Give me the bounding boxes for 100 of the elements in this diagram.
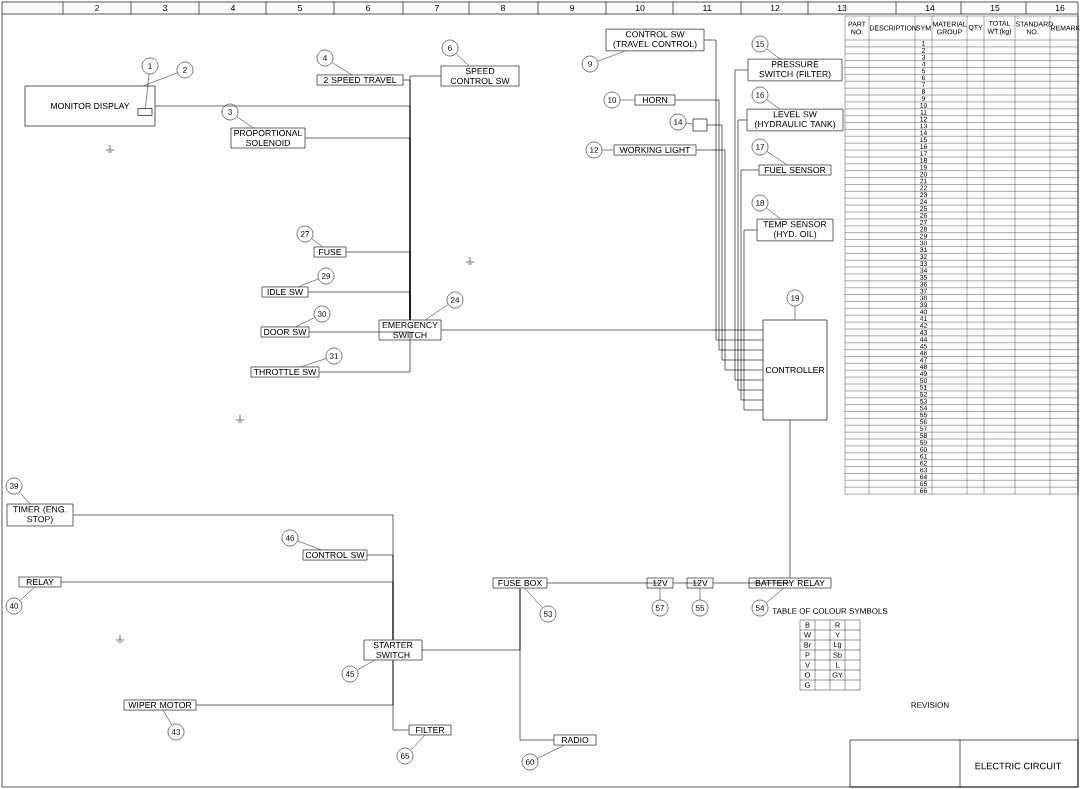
leader-line — [699, 588, 701, 600]
leader-line — [597, 50, 626, 62]
callout-number: 12 — [585, 141, 603, 159]
callout-number: 39 — [5, 477, 23, 495]
wire — [673, 582, 701, 584]
column-number: 16 — [1055, 4, 1065, 12]
leader-line — [620, 99, 635, 101]
component-box: FUSE — [313, 246, 347, 258]
callout-number: 24 — [446, 291, 464, 309]
callout-number: 6 — [441, 39, 459, 57]
column-number: 12 — [770, 5, 780, 12]
leader-line — [766, 48, 781, 60]
drawing-title: ELECTRIC CIRCUIT — [975, 762, 1062, 770]
component-box: BATTERY RELAY — [748, 577, 832, 589]
callout-number: 27 — [296, 225, 314, 243]
component-box: WORKING LIGHT — [613, 144, 697, 156]
column-number: 10 — [635, 4, 645, 12]
wire — [740, 169, 763, 401]
callout-number: 29 — [317, 267, 335, 285]
leader-line — [766, 99, 780, 110]
component-box: FILTER — [408, 724, 452, 736]
component-box: EMERGENCY SWITCH — [378, 319, 442, 341]
callout-number: 9 — [581, 55, 599, 73]
column-number: 5 — [297, 5, 303, 11]
wire — [696, 149, 763, 371]
leader-line — [357, 660, 375, 671]
leader-line — [455, 53, 470, 66]
column-number: 8 — [501, 4, 506, 12]
component-box: 12V — [686, 577, 714, 589]
wire — [547, 582, 661, 584]
wire — [392, 660, 409, 731]
component-box: WIPER MOTOR — [123, 699, 197, 711]
leader-line — [298, 278, 319, 287]
callout-number: 43 — [167, 723, 185, 741]
wire — [704, 39, 763, 341]
wire — [441, 329, 763, 331]
revision-label: REVISION — [911, 702, 949, 708]
callout-number: 53 — [539, 605, 557, 623]
wire — [707, 124, 763, 361]
leader-line — [301, 358, 327, 367]
leader-line — [425, 304, 449, 320]
leader-line — [145, 74, 150, 109]
column-number: 2 — [95, 5, 99, 12]
component-box: TEMP SENSOR (HYD. OIL) — [756, 218, 834, 242]
component-box: STARTER SWITCH — [363, 639, 423, 661]
column-number: 6 — [366, 4, 371, 12]
callout-number: 16 — [751, 86, 769, 104]
component-box: IDLE SW — [261, 286, 309, 298]
component-symbol — [692, 118, 708, 132]
component-box: 2 SPEED TRAVEL — [316, 74, 404, 86]
wire — [743, 229, 763, 411]
wire — [734, 69, 763, 381]
leader-line — [659, 588, 661, 600]
callout-number: 45 — [341, 665, 359, 683]
wire — [675, 99, 763, 351]
callout-number: 19 — [786, 289, 804, 307]
column-number: 14 — [925, 5, 935, 11]
callout-number: 40 — [5, 597, 23, 615]
leader-line — [297, 540, 322, 550]
leader-line — [162, 710, 173, 726]
wire — [319, 340, 411, 373]
wire — [309, 331, 411, 341]
leader-line — [766, 588, 784, 603]
component-box: MONITOR DISPLAY — [24, 85, 156, 127]
callout-number: 65 — [396, 747, 414, 765]
wire — [346, 251, 411, 320]
callout-number: 1 — [141, 57, 159, 75]
component-box: LEVEL SW (HYDRAULIC TANK) — [746, 108, 844, 132]
callout-number: 60 — [521, 753, 539, 771]
leader-line — [524, 588, 543, 609]
component-box: FUEL SENSOR — [758, 164, 832, 176]
callout-number: 57 — [651, 599, 669, 617]
leader-line — [766, 151, 788, 165]
callout-number: 14 — [669, 113, 687, 131]
component-box: DOOR SW — [260, 326, 310, 338]
callout-number: 3 — [221, 103, 239, 121]
component-box: RADIO — [553, 734, 597, 746]
leader-line — [766, 207, 781, 220]
leader-line — [19, 491, 31, 504]
leader-line — [311, 238, 323, 247]
component-box: HORN — [634, 94, 676, 106]
leader-line — [410, 735, 426, 751]
column-number: 9 — [570, 4, 574, 12]
component-box: CONTROLLER — [762, 319, 828, 421]
leader-line — [19, 587, 35, 601]
component-box: 12V — [646, 577, 674, 589]
column-number: 13 — [837, 4, 847, 12]
leader-line — [236, 116, 254, 128]
callout-number: 54 — [751, 599, 769, 617]
component-box: THROTTLE SW — [250, 366, 320, 378]
wire — [713, 582, 791, 584]
component-box: PROPORTIONAL SOLENOID — [230, 127, 306, 149]
wire — [789, 420, 791, 579]
column-number: 4 — [230, 5, 236, 11]
wire — [519, 588, 554, 741]
leader-line — [143, 72, 178, 86]
callout-number: 30 — [313, 305, 331, 323]
column-number: 7 — [435, 5, 439, 11]
component-box: CONTROL SW — [302, 549, 368, 561]
callout-number: 55 — [691, 599, 709, 617]
